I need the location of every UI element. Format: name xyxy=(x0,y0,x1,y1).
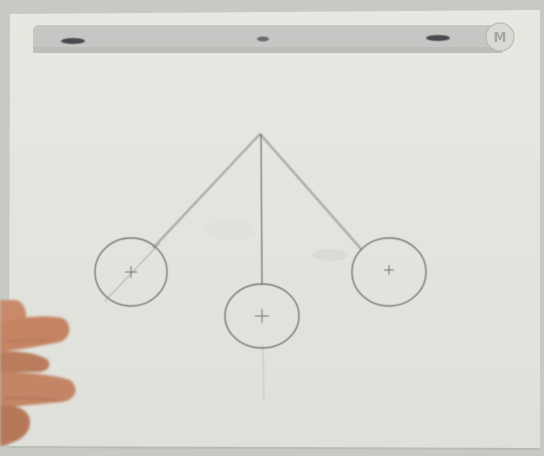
paper-sheet xyxy=(9,10,540,449)
logo-badge-text: M xyxy=(494,31,507,46)
smudge xyxy=(205,220,255,240)
smudge xyxy=(312,249,348,261)
binder-strip-shadow xyxy=(33,47,503,53)
binder-clip-icon xyxy=(257,37,269,42)
binder-clip-icon xyxy=(61,38,85,44)
logo-badge-icon: M xyxy=(486,23,514,51)
binder-clip-icon xyxy=(426,35,450,41)
